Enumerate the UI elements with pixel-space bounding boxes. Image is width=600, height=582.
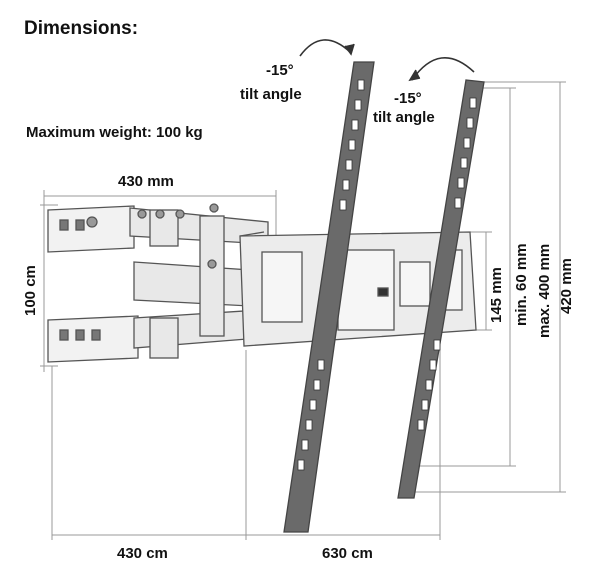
bottom-left-label: 430 cm: [117, 545, 168, 562]
articulating-arms: [129, 203, 269, 359]
page-title: Dimensions:: [24, 18, 139, 39]
rail-slots: [297, 79, 477, 471]
tilt-left-value: -15°: [266, 62, 294, 79]
max-weight-label: Maximum weight: 100 kg: [26, 124, 203, 141]
tilt-left-label: tilt angle: [240, 86, 302, 103]
min-vesa-label: min. 60 mm: [513, 243, 530, 326]
tilt-arrows: [299, 39, 475, 82]
total-height-label: 420 mm: [558, 258, 575, 314]
top-width-label: 430 mm: [118, 173, 174, 190]
max-vesa-label: max. 400 mm: [536, 243, 553, 338]
left-height-label: 100 cm: [22, 265, 39, 316]
tilt-right-value: -15°: [394, 90, 422, 107]
tilt-right-label: tilt angle: [373, 109, 435, 126]
wall-plates: [47, 205, 139, 363]
bottom-right-label: 630 cm: [322, 545, 373, 562]
plate-height-label: 145 mm: [488, 267, 505, 323]
